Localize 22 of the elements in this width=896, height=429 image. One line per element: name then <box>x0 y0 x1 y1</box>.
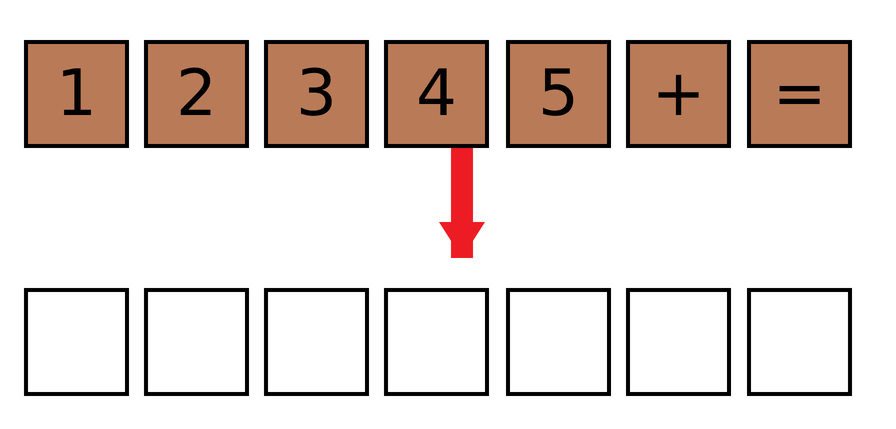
tile-label: 3 <box>296 62 337 126</box>
empty-tile <box>626 288 731 396</box>
number-tile <box>264 40 369 148</box>
tile-label: + <box>652 62 706 126</box>
tile-label: 1 <box>56 62 97 126</box>
tile-label: = <box>772 62 826 126</box>
number-tile <box>747 40 852 148</box>
number-tile <box>24 40 129 148</box>
tile-label: 4 <box>416 62 457 126</box>
tile-label: 2 <box>176 62 217 126</box>
number-tile <box>144 40 249 148</box>
empty-tile <box>747 288 852 396</box>
empty-tile <box>506 288 611 396</box>
arrow <box>439 148 485 258</box>
tile-label: 5 <box>538 62 579 126</box>
number-tile <box>384 40 489 148</box>
number-tile <box>626 40 731 148</box>
number-tile <box>506 40 611 148</box>
empty-tile <box>144 288 249 396</box>
empty-tile <box>384 288 489 396</box>
empty-tile <box>24 288 129 396</box>
empty-tile <box>264 288 369 396</box>
